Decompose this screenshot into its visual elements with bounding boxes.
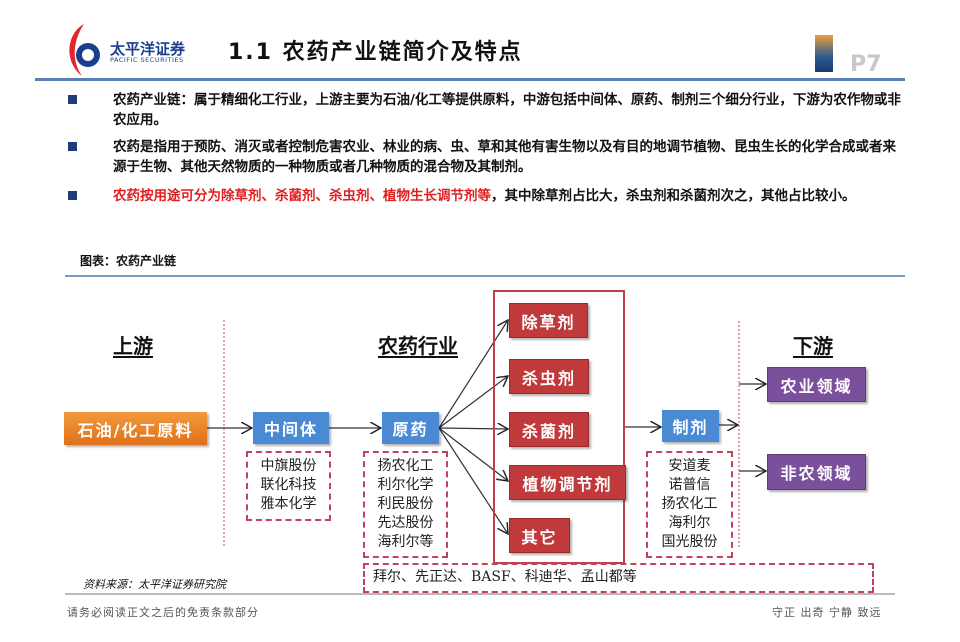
- company: 中旗股份: [260, 458, 317, 474]
- company: 安道麦: [668, 458, 711, 474]
- raw-material-node: 石油/化工原料: [64, 412, 207, 445]
- bullet-text: 农药按用途可分为除草剂、杀菌剂、杀虫剂、植物生长调节剂等，其中除草剂占比大，杀虫…: [113, 186, 908, 206]
- company: 海利尔: [668, 515, 711, 531]
- company: 利尔化学: [377, 477, 434, 493]
- intermediate-node: 中间体: [253, 412, 329, 444]
- agricultural-node: 农业领域: [767, 367, 866, 402]
- herbicide-node: 除草剂: [509, 303, 588, 338]
- formulation-companies: 安道麦 诺普信 扬农化工 海利尔 国光股份: [646, 451, 733, 558]
- bullet-icon: [68, 95, 77, 104]
- bullet-icon: [68, 191, 77, 200]
- company: 扬农化工: [661, 496, 718, 512]
- insecticide-node: 杀虫剂: [509, 359, 589, 394]
- bullet-icon: [68, 142, 77, 151]
- arrow: [438, 427, 508, 481]
- intermediate-companies: 中旗股份 联化科技 雅本化学: [246, 451, 331, 521]
- figure-label: 图表：农药产业链: [80, 254, 177, 268]
- bullet-highlight: 农药按用途可分为除草剂、杀菌剂、杀虫剂、植物生长调节剂等: [113, 188, 491, 204]
- non-agricultural-node: 非农领域: [767, 454, 866, 490]
- company: 海利尔等: [377, 534, 434, 550]
- page-title: 1.1 农药产业链简介及特点: [228, 40, 523, 65]
- figure-divider: [65, 275, 905, 277]
- page-number: P7: [850, 52, 882, 77]
- formulation-node: 制剂: [662, 410, 719, 442]
- plant-regulator-node: 植物调节剂: [509, 465, 626, 500]
- arrow: [438, 427, 508, 534]
- logo-text: 太平洋证券: [110, 40, 186, 58]
- disclaimer-text: 请务必阅读正文之后的免责条款部分: [67, 606, 259, 619]
- bullet-text: 农药是指用于预防、消灭或者控制危害农业、林业的病、虫、草和其他有害生物以及有目的…: [113, 139, 896, 175]
- arrow: [438, 320, 508, 429]
- downstream-heading: 下游: [793, 334, 833, 358]
- company: 国光股份: [661, 534, 718, 550]
- header-divider: [35, 78, 905, 81]
- global-companies: 拜尔、先正达、BASF、科迪华、孟山都等: [363, 563, 874, 593]
- source-note: 资料来源：太平洋证券研究院: [83, 578, 226, 591]
- fungicide-node: 杀菌剂: [509, 412, 589, 447]
- technical-node: 原药: [382, 412, 439, 444]
- industry-heading: 农药行业: [378, 334, 458, 358]
- company: 雅本化学: [260, 496, 317, 512]
- logo-subtext: PACIFIC SECURITIES: [110, 56, 184, 64]
- company: 先达股份: [377, 515, 434, 531]
- company: 利民股份: [377, 496, 434, 512]
- company: 扬农化工: [377, 458, 434, 474]
- bullet-rest: ，其中除草剂占比大，杀虫剂和杀菌剂次之，其他占比较小。: [491, 188, 856, 204]
- footer-divider: [65, 593, 895, 595]
- upstream-heading: 上游: [113, 334, 153, 358]
- arrow: [438, 376, 508, 429]
- bullet-text: 农药产业链：属于精细化工行业，上游主要为石油/化工等提供原料，中游包括中间体、原…: [113, 92, 901, 128]
- company: 诺普信: [668, 477, 711, 493]
- other-node: 其它: [509, 518, 570, 553]
- motto-text: 守正 出奇 宁静 致远: [772, 606, 882, 619]
- decorative-image: [815, 35, 833, 72]
- arrow: [438, 428, 508, 429]
- technical-companies: 扬农化工 利尔化学 利民股份 先达股份 海利尔等: [363, 451, 448, 558]
- company: 联化科技: [260, 477, 317, 493]
- logo-icon: [69, 24, 100, 76]
